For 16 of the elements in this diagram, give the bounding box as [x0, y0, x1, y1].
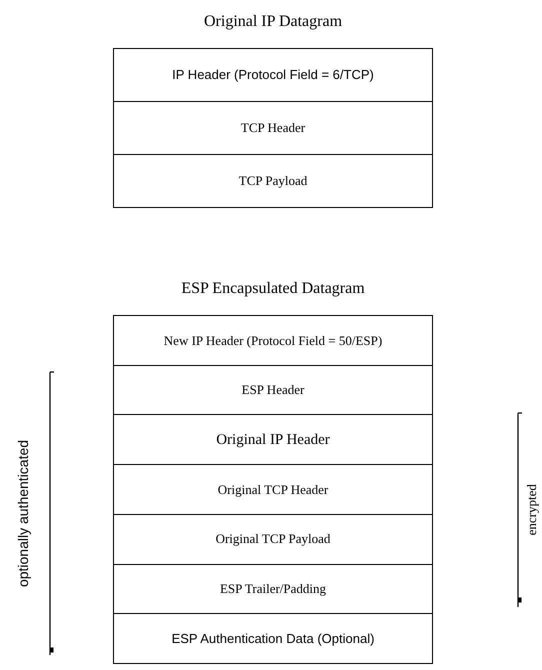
header-field-row: TCP Header	[114, 101, 432, 154]
diagram-heading: Original IP Datagram	[204, 13, 342, 30]
header-field-row: Original TCP Header	[114, 464, 432, 514]
header-field-row: Original IP Header	[114, 414, 432, 464]
header-field-row: ESP Trailer/Padding	[114, 564, 432, 614]
datagram-box	[113, 315, 433, 664]
header-field-row: ESP Authentication Data (Optional)	[114, 613, 432, 663]
header-field-row: ESP Header	[114, 364, 432, 414]
diagram-heading: ESP Encapsulated Datagram	[181, 280, 365, 297]
range-label: encrypted	[523, 484, 540, 536]
range-label: optionally authenticated	[14, 439, 32, 587]
header-field-row: TCP Payload	[114, 154, 432, 207]
header-field-row: IP Header (Protocol Field = 6/TCP)	[114, 49, 432, 101]
datagram-box	[113, 48, 433, 208]
header-field-row: Original TCP Payload	[114, 514, 432, 564]
header-field-row: New IP Header (Protocol Field = 50/ESP)	[114, 316, 432, 365]
